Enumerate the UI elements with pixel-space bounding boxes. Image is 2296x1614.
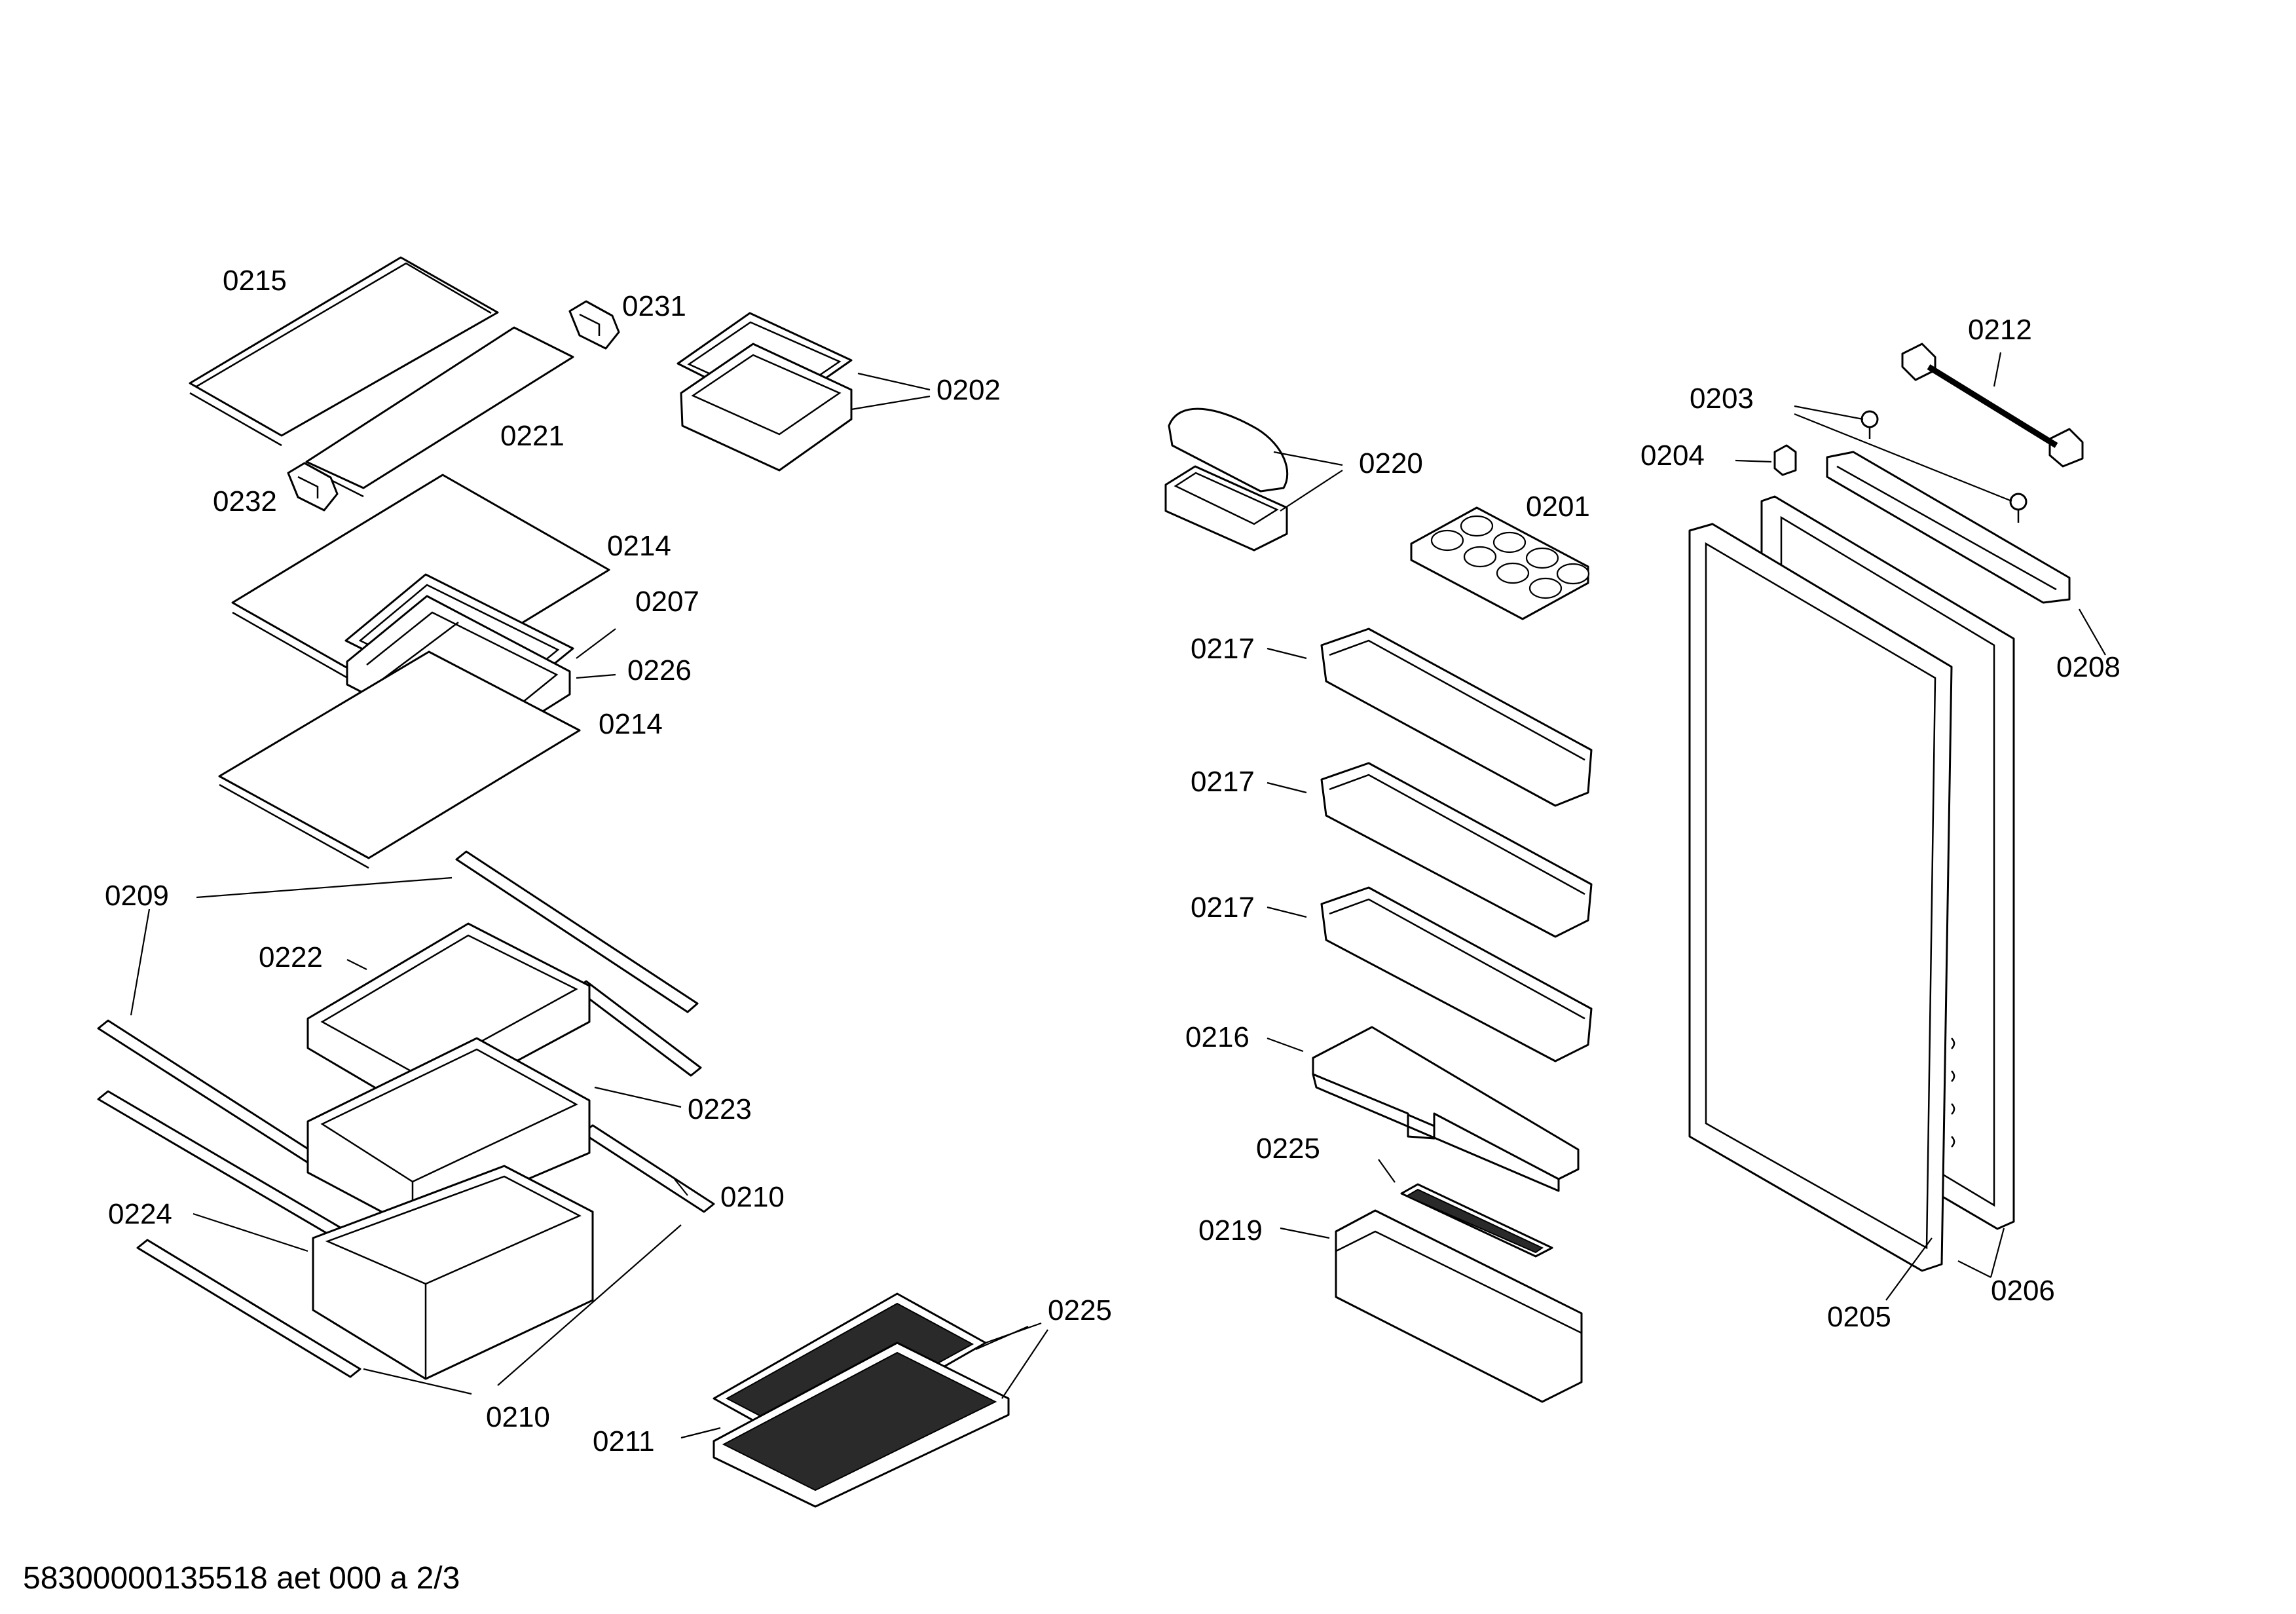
callout-0208: 0208 [2056,651,2120,683]
part-0217-door-shelf-2 [1320,762,1593,938]
part-0208-hinge-bar [1826,451,2071,604]
callout-0202: 0202 [936,374,1001,406]
part-0220-butter-compartment [1164,407,1289,552]
callout-0210: 0210 [720,1181,785,1213]
callout-0223: 0223 [688,1093,752,1125]
part-0216-small-container [1312,1026,1580,1192]
callout-0205: 0205 [1827,1301,1891,1333]
callout-0201: 0201 [1526,491,1590,523]
callout-0207: 0207 [635,586,699,618]
document-id: 58300000135518 aet 000 a 2/3 [23,1561,460,1596]
part-0217-door-shelf-3 [1320,886,1593,1062]
callout-0225: 0225 [1048,1294,1112,1326]
callout-0204: 0204 [1640,440,1705,472]
part-0211-0225-vent-grilles [713,1292,1010,1508]
callout-0203: 0203 [1690,383,1754,415]
part-0212-handle [1901,343,2084,468]
callout-0226: 0226 [627,654,692,686]
part-0205-door-gasket [1688,523,1953,1272]
callout-0220: 0220 [1359,447,1423,479]
part-0204-clip [1773,444,1797,476]
callout-0231: 0231 [622,290,686,322]
callout-0224: 0224 [108,1198,172,1230]
part-0224-lower-rail [97,1090,361,1378]
part-0232-bracket [287,462,339,512]
part-0209-upper-rail [97,850,699,1188]
callout-0217: 0217 [1191,891,1255,924]
callout-0219: 0219 [1198,1214,1263,1247]
callout-0210: 0210 [486,1401,550,1433]
part-0202-dairy-box [676,312,853,472]
part-0215-glass-shelf [189,256,499,447]
callout-0214: 0214 [599,708,663,740]
callout-0222: 0222 [259,941,323,973]
part-0231-bracket [568,300,620,350]
callout-0212: 0212 [1968,314,2032,346]
callout-0216: 0216 [1185,1021,1250,1053]
callout-0211: 0211 [593,1425,655,1457]
part-0214-glass-shelf-lower [218,650,581,869]
callout-0209: 0209 [105,880,169,912]
callout-0225: 0225 [1256,1133,1320,1165]
part-0203-screws [1861,410,2028,523]
callout-0221: 0221 [500,420,565,452]
part-0219-bottle-shelf [1335,1209,1583,1403]
callout-0217: 0217 [1191,633,1255,665]
callout-0214: 0214 [607,530,671,562]
part-0217-door-shelf-1 [1320,628,1593,807]
leader-lines [130,352,2106,1439]
callout-0232: 0232 [213,485,277,517]
callout-labels: 0215 0231 0202 0221 0232 0214 0207 0226 … [105,265,2120,1457]
part-0201-egg-tray [1410,506,1590,620]
callout-0217: 0217 [1191,766,1255,798]
part-0224-large-drawer [312,1165,594,1380]
callout-0206: 0206 [1991,1275,2055,1307]
part-0225-small-grille [1400,1183,1553,1258]
callout-0215: 0215 [223,265,287,297]
